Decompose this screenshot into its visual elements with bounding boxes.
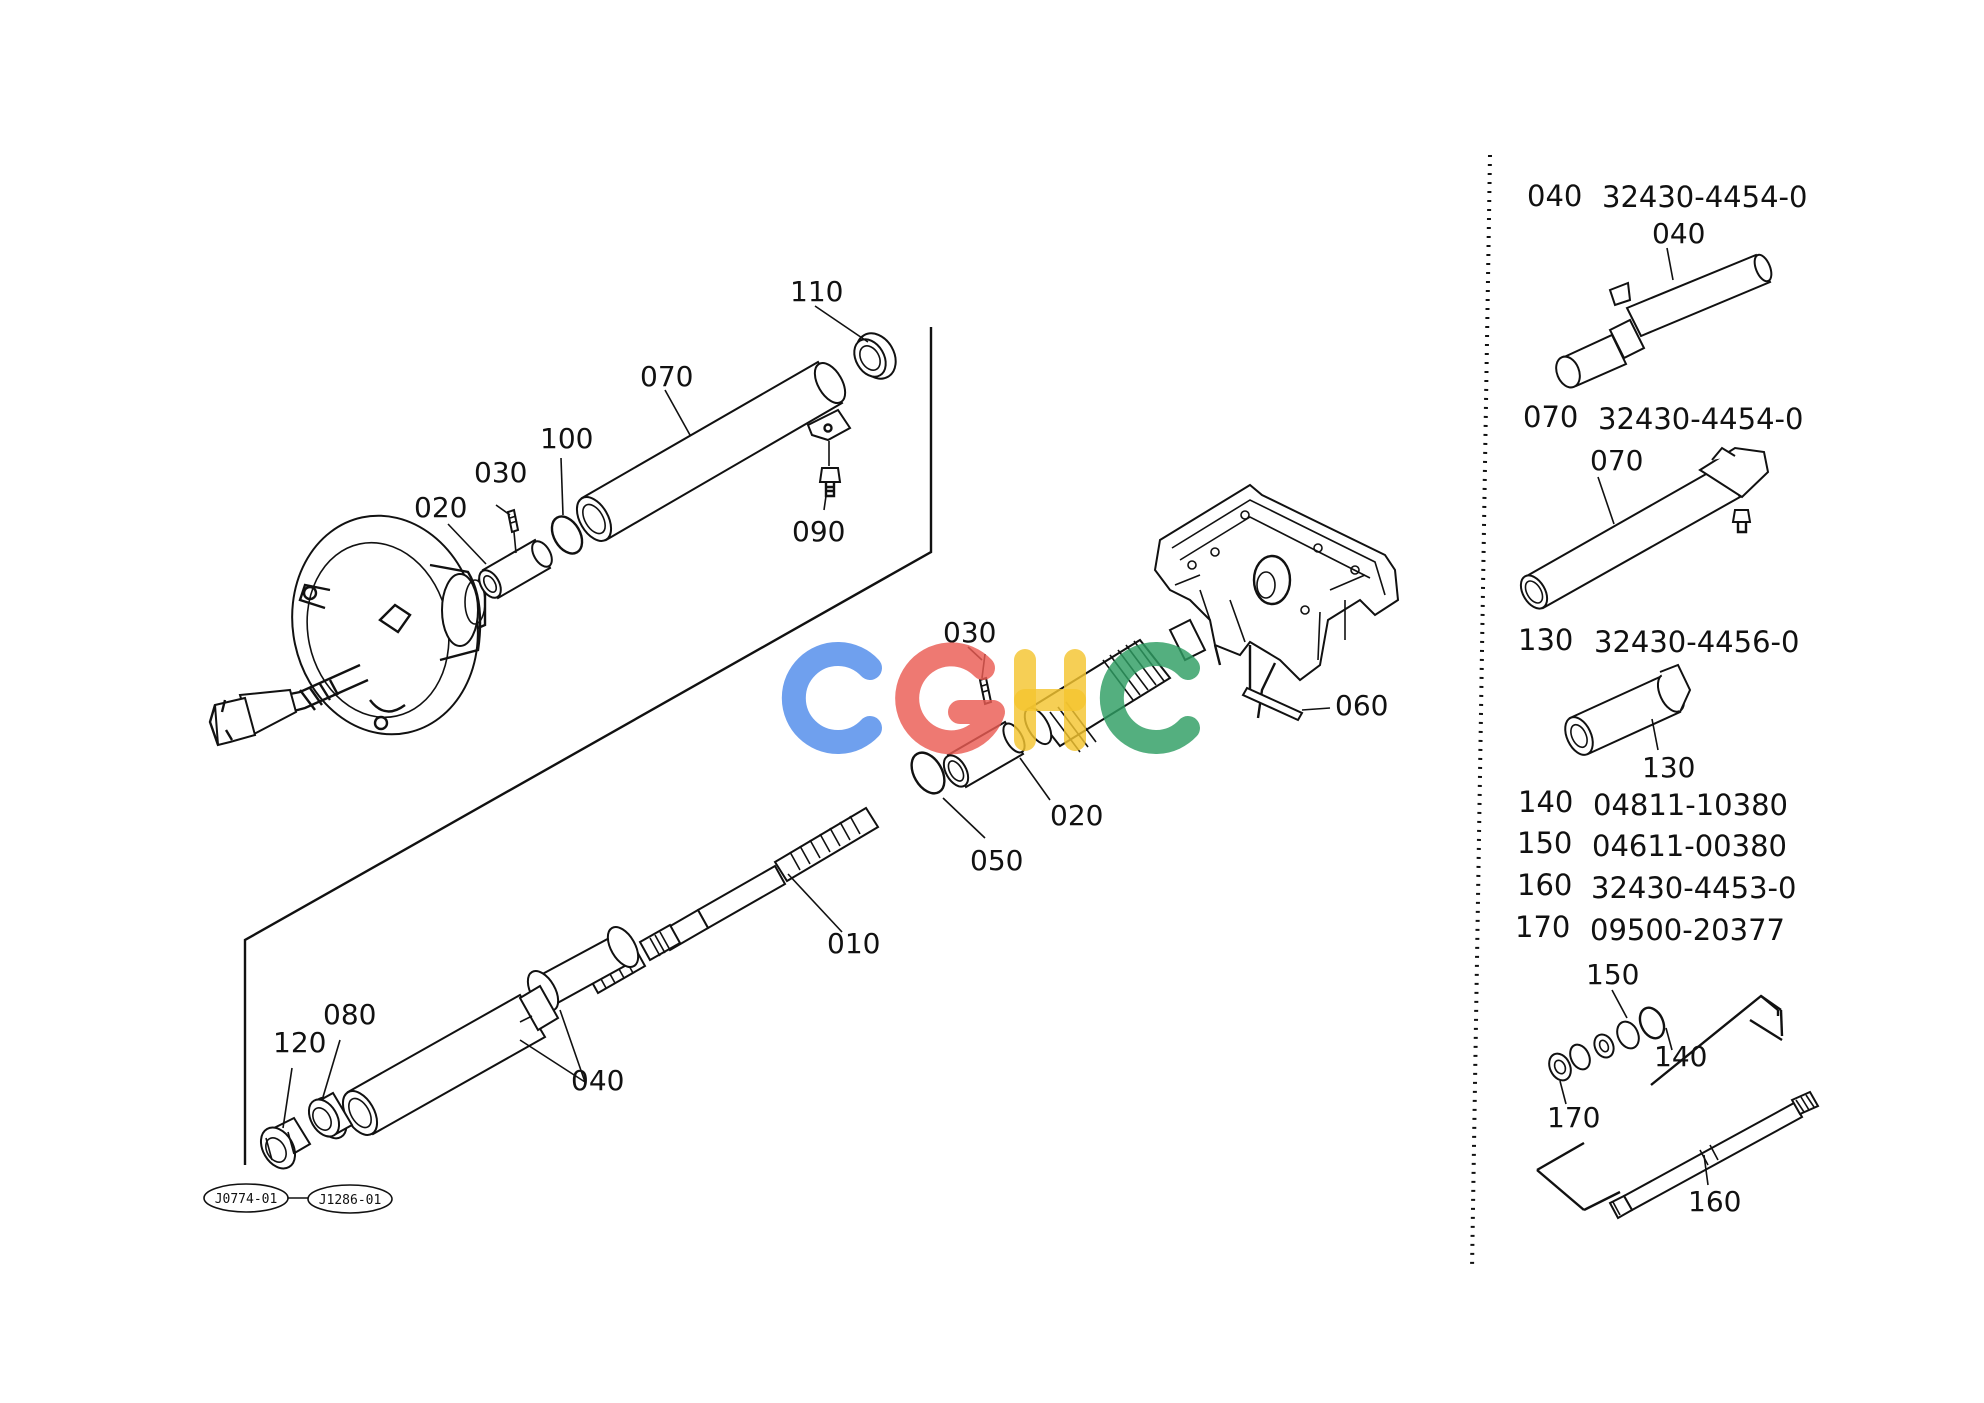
callout-080: 080 — [323, 998, 376, 1031]
parts-row-170-number: 09500-20377 — [1590, 913, 1785, 947]
parts-row-140-no: 140 — [1518, 785, 1573, 819]
watermark-letter-g-red — [895, 642, 1005, 755]
detail-130-label: 130 — [1642, 751, 1695, 784]
seal-120 — [259, 1116, 312, 1170]
parts-list: 040 32430-4454-0 070 32430-4454-0 130 32… — [1515, 179, 1807, 947]
parts-row-160-number: 32430-4453-0 — [1591, 871, 1796, 905]
tube-040 — [341, 926, 640, 1136]
reference-tags: J0774-01 J1286-01 — [203, 1183, 393, 1214]
callout-010: 010 — [827, 927, 880, 960]
parts-row-130-no: 130 — [1518, 623, 1573, 657]
kit-callout-140: 140 — [1654, 1040, 1707, 1073]
parts-row-070-no: 070 — [1523, 400, 1578, 434]
pin-030-upper — [506, 508, 520, 554]
kit-callout-160: 160 — [1688, 1185, 1741, 1218]
kit-callout-170: 170 — [1547, 1101, 1600, 1134]
leader-lines — [282, 305, 1331, 1129]
callout-110: 110 — [790, 275, 843, 308]
callout-050: 050 — [970, 844, 1023, 877]
bolt-090 — [818, 441, 842, 498]
callout-090: 090 — [792, 515, 845, 548]
gearbox-housing — [1153, 483, 1400, 719]
detail-040-label: 040 — [1652, 217, 1705, 250]
oring-050 — [910, 751, 946, 795]
oring-100 — [550, 515, 584, 555]
watermark-letter-c-blue — [781, 642, 882, 754]
kit-callout-150: 150 — [1586, 958, 1639, 991]
detail-070: 070 — [1519, 444, 1770, 610]
parts-row-150-no: 150 — [1517, 826, 1572, 860]
tube-070 — [575, 360, 852, 542]
bushing-020-lower — [942, 720, 1026, 789]
bearing-110 — [853, 332, 897, 380]
dotted-divider — [1470, 154, 1492, 1271]
callout-020-lower: 020 — [1050, 799, 1103, 832]
watermark-letter-h-yellow — [1014, 649, 1086, 751]
detail-070-label: 070 — [1590, 444, 1643, 477]
callout-070: 070 — [640, 360, 693, 393]
parts-row-040-no: 040 — [1527, 179, 1582, 213]
parts-row-140-number: 04811-10380 — [1593, 788, 1788, 822]
parts-row-070-number: 32430-4454-0 — [1598, 402, 1803, 436]
parts-row-040-number: 32430-4454-0 — [1602, 180, 1807, 214]
parts-row-150-number: 04611-00380 — [1592, 829, 1787, 863]
parts-row-170-no: 170 — [1515, 910, 1570, 944]
callout-100: 100 — [540, 422, 593, 455]
bushing-020-upper — [478, 538, 553, 600]
key-060 — [1241, 686, 1304, 722]
assembly-frame — [243, 327, 933, 1165]
spline-stub — [208, 663, 369, 747]
callout-120: 120 — [273, 1026, 326, 1059]
callout-060: 060 — [1335, 689, 1388, 722]
callout-030-upper: 030 — [474, 456, 527, 489]
reference-tag-1: J0774-01 — [215, 1192, 278, 1207]
bushing-080 — [307, 1091, 354, 1140]
parts-row-130-number: 32430-4456-0 — [1594, 625, 1799, 659]
reference-tag-2: J1286-01 — [319, 1193, 382, 1208]
hub-flange — [291, 514, 487, 736]
callout-040: 040 — [571, 1064, 624, 1097]
detail-kit: 150 140 170 160 — [1536, 958, 1820, 1220]
parts-row-160-no: 160 — [1517, 868, 1572, 902]
callout-020-upper: 020 — [414, 491, 467, 524]
watermark-letter-c-green — [1099, 642, 1200, 754]
watermark-logo — [781, 642, 1200, 755]
detail-130: 130 — [1564, 663, 1695, 784]
detail-040: 040 — [1555, 217, 1773, 389]
